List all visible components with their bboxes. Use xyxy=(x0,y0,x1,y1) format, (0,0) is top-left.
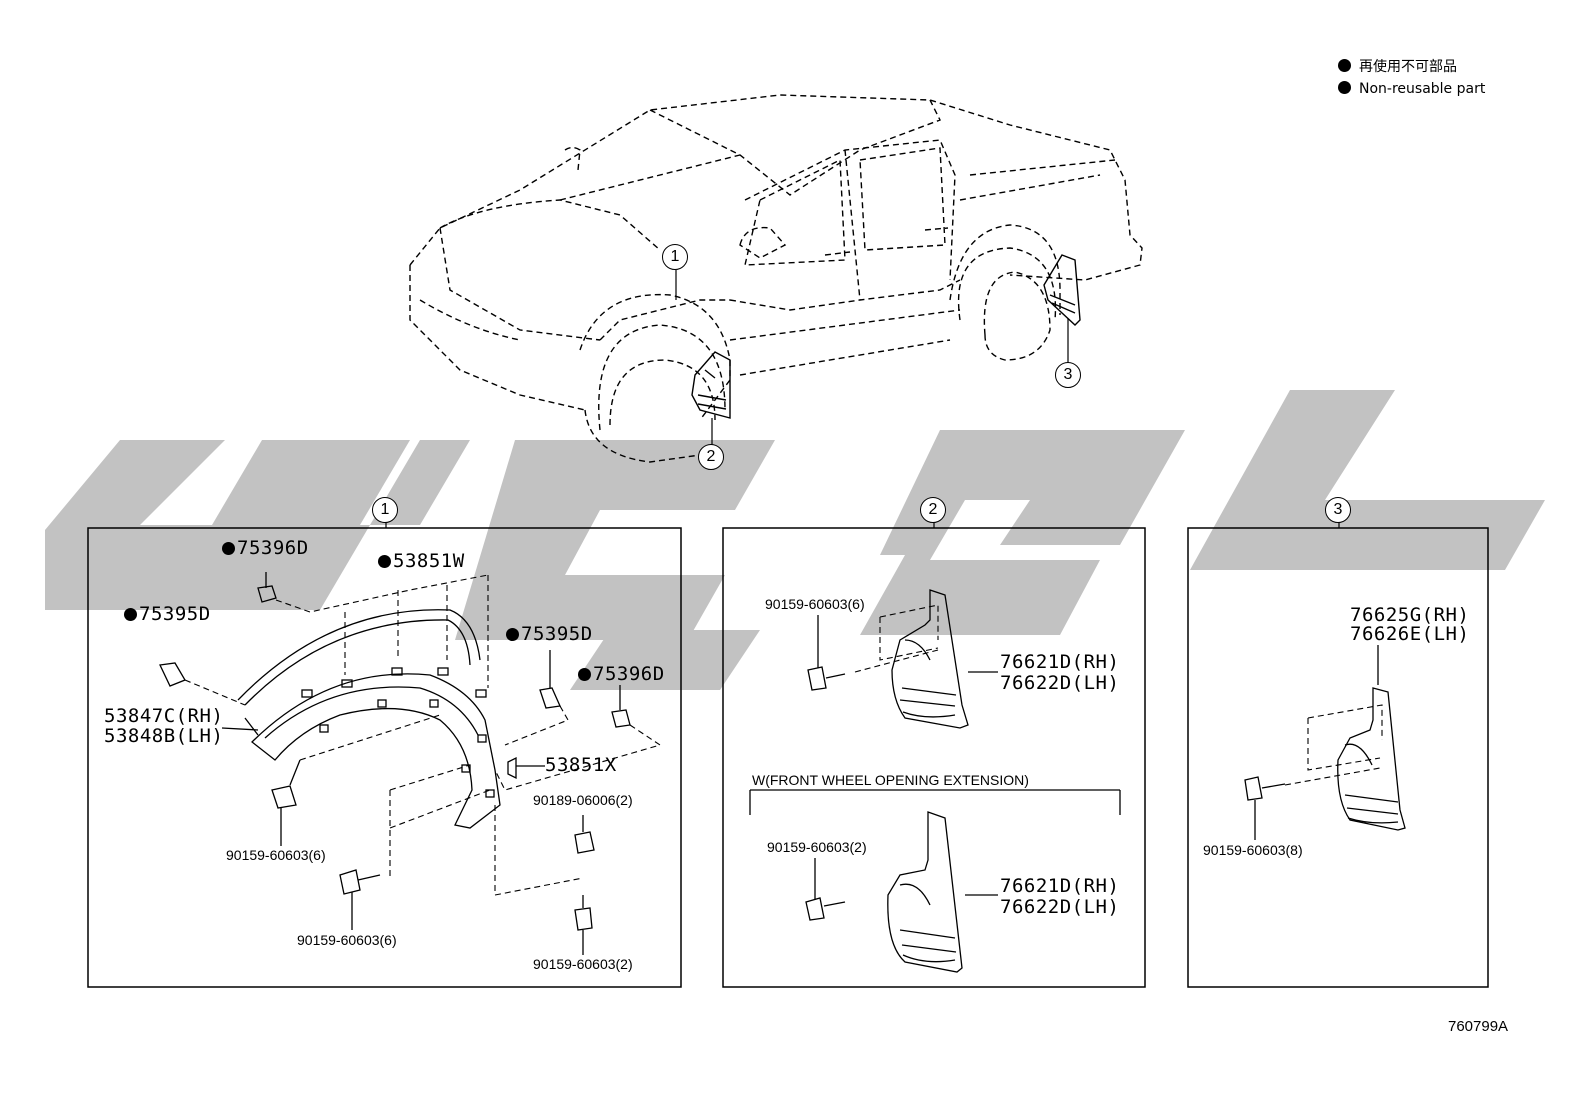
panel-1-frame xyxy=(87,527,682,988)
callout-2: 2 xyxy=(698,444,724,470)
part-label-53851w: 53851W xyxy=(378,551,465,572)
legend-jp-row: 再使用不可部品 xyxy=(1338,56,1485,78)
panel-2-dashed-guides xyxy=(854,604,939,673)
truck-front-flap xyxy=(691,351,731,419)
panel-1-number: 1 xyxy=(372,497,398,523)
document-id: 760799A xyxy=(1448,1018,1509,1035)
non-reusable-bullet-icon xyxy=(222,542,235,555)
part-label-76622d-top: 76622D(LH) xyxy=(1000,672,1120,694)
legend-en-text: Non-reusable part xyxy=(1359,81,1486,97)
part-label-76621d-top: 76621D(RH) xyxy=(1000,651,1120,673)
part-label-90159-a: 90159-60603(6) xyxy=(226,847,326,863)
part-label-screw-top: 90159-60603(6) xyxy=(765,596,865,612)
panel-3-dashed-guides xyxy=(1284,704,1383,786)
panel-3-number: 3 xyxy=(1325,497,1351,523)
part-label-53851x: 53851X xyxy=(545,754,617,776)
non-reusable-bullet-icon xyxy=(578,668,591,681)
part-label-90189-06006: 90189-06006(2) xyxy=(533,792,633,808)
panel-1-drawing xyxy=(159,572,631,955)
part-label-53848b: 53848B(LH) xyxy=(104,725,224,747)
callout-1: 1 xyxy=(662,244,688,270)
legend-en-row: Non-reusable part xyxy=(1338,78,1485,100)
truck-illustration xyxy=(409,94,1143,463)
panel-number-leaders xyxy=(385,522,1340,528)
part-label-75395d-right: 75395D xyxy=(506,624,593,645)
variant-label: W(FRONT WHEEL OPENING EXTENSION) xyxy=(752,772,1029,788)
part-label-screw-bottom: 90159-60603(2) xyxy=(767,839,867,855)
non-reusable-bullet-icon xyxy=(124,608,137,621)
panel-2-number: 2 xyxy=(920,497,946,523)
part-label-screw: 90159-60603(8) xyxy=(1203,842,1303,858)
part-label-76626e: 76626E(LH) xyxy=(1350,623,1470,645)
panel-3-drawing xyxy=(1244,645,1406,840)
part-label-90159-b: 90159-60603(6) xyxy=(297,932,397,948)
truck-rear-flap xyxy=(1043,254,1081,326)
non-reusable-bullet-icon xyxy=(506,628,519,641)
callout-3: 3 xyxy=(1055,362,1081,388)
bullet-icon xyxy=(1338,59,1351,72)
bullet-icon xyxy=(1338,81,1351,94)
panel-2-drawing xyxy=(749,589,1121,973)
legend-jp-text: 再使用不可部品 xyxy=(1359,59,1457,75)
truck-callout-leaders xyxy=(675,270,1069,446)
panel-1-dashed-guides xyxy=(184,574,662,896)
part-label-53847c: 53847C(RH) xyxy=(104,705,224,727)
part-label-90159-c: 90159-60603(2) xyxy=(533,956,633,972)
part-label-76622d-bottom: 76622D(LH) xyxy=(1000,896,1120,918)
panel-3-frame xyxy=(1187,527,1489,988)
part-label-75395d-left: 75395D xyxy=(124,604,211,625)
legend: 再使用不可部品 Non-reusable part xyxy=(1338,56,1485,100)
part-label-76621d-bottom: 76621D(RH) xyxy=(1000,875,1120,897)
part-label-75396d-top: 75396D xyxy=(222,538,309,559)
watermark-logo xyxy=(45,390,1545,690)
non-reusable-bullet-icon xyxy=(378,555,391,568)
part-label-75396d-right: 75396D xyxy=(578,664,665,685)
part-label-76625g: 76625G(RH) xyxy=(1350,604,1470,626)
